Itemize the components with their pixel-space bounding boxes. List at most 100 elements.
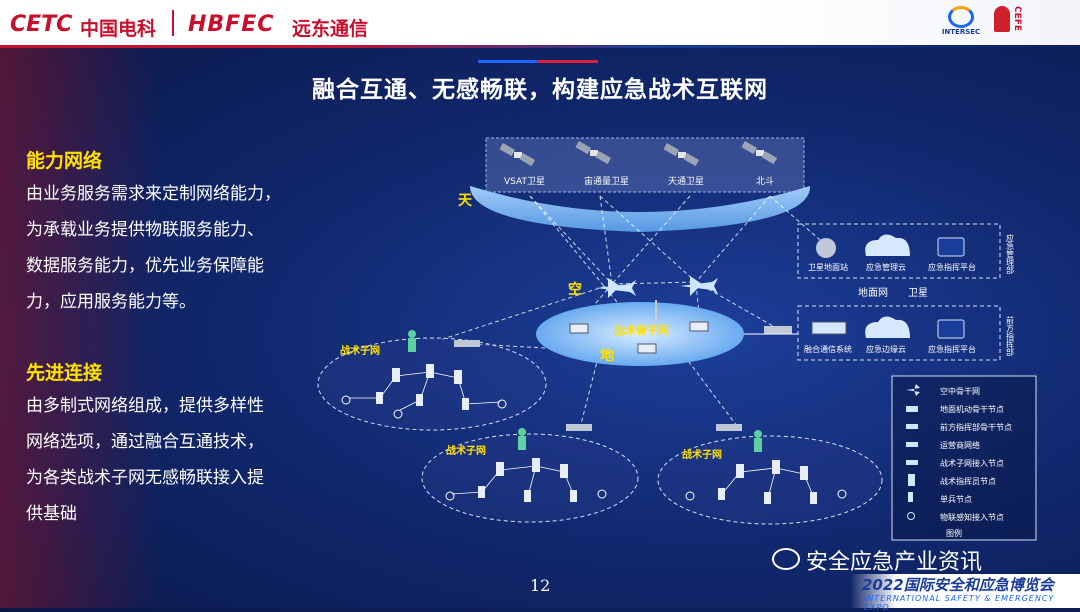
legend-label: 前方指挥部骨干节点 (940, 422, 1012, 432)
cloud-icon (865, 316, 910, 338)
panel2-side-label: 前方指挥部 (1006, 315, 1015, 357)
slide-title: 融合互通、无感畅联，构建应急战术互联网 (312, 77, 768, 103)
satellite-label: 北斗 (756, 176, 774, 187)
intersec-label: INTERSEC (941, 28, 981, 36)
backbone-label: 战术骨干网 (614, 323, 669, 337)
ground-layer-label: 地 (600, 347, 614, 364)
soldier-icon (518, 428, 526, 436)
satellite-icon (575, 141, 612, 165)
fusion-system-icon (811, 321, 847, 335)
hbfec-logo: HBFEC (188, 12, 275, 37)
radio-node-icon (524, 490, 531, 502)
section2-line: 为各类战术子网无感畅联接入提 (26, 468, 264, 488)
section1-line: 为承载业务提供物联服务能力、 (26, 220, 264, 240)
section2-line: 网络选项，通过融合互通技术， (26, 432, 264, 452)
radio-node-icon (764, 492, 771, 504)
radio-node-icon (772, 460, 780, 474)
aircraft-icon (596, 278, 636, 298)
vehicle-node-icon (689, 321, 709, 332)
iot-node-icon (393, 409, 403, 419)
section2-line: 由多制式网络组成，提供多样性 (26, 396, 264, 416)
tactical-subnet-ellipse (657, 435, 883, 525)
expo-subtitle: INTERNATIONAL SAFETY & EMERGENCY EXPO (864, 594, 1055, 612)
legend-label: 运营商网络 (940, 440, 980, 450)
air-layer-label: 空 (568, 281, 582, 298)
iot-node-icon (685, 491, 695, 501)
expo-banner: 2022国际安全和应急博览会 INTERNATIONAL SAFETY & EM… (850, 574, 1080, 612)
satellite-icon (663, 143, 700, 167)
left-red-glow (0, 48, 160, 608)
radio-node-icon (376, 392, 383, 404)
radio-node-icon (560, 464, 568, 478)
subnet-label: 战术子网 (446, 444, 486, 457)
command-panel-1 (797, 223, 1001, 279)
cefe-logo: CEFE (990, 4, 1030, 42)
section1-line: 力，应用服务能力等。 (26, 292, 196, 312)
tactical-subnet-ellipse (317, 337, 547, 431)
access-node-icon (454, 340, 480, 347)
radio-node-icon (462, 398, 469, 410)
mid-label: 卫星 (908, 287, 928, 299)
radio-node-icon (392, 368, 400, 382)
radio-node-icon (454, 370, 462, 384)
header-bar: CETC 中国电科 HBFEC 远东通信 INTERSEC CEFE (0, 0, 1080, 48)
aircraft-icon (680, 276, 718, 296)
satellite-label: 宙通量卫星 (584, 175, 629, 187)
soldier-icon (754, 430, 762, 438)
iot-node-icon (341, 395, 351, 405)
radio-node-icon (570, 490, 577, 502)
cefe-emblem-icon (994, 6, 1010, 32)
section2-line: 供基础 (26, 504, 77, 524)
access-node-icon (566, 424, 592, 431)
vehicle-node-icon (569, 323, 589, 334)
legend-iot-node-icon (907, 512, 915, 520)
soldier-icon (754, 438, 762, 452)
access-node-icon (716, 424, 742, 431)
tactical-subnet-ellipse (421, 433, 639, 523)
radio-node-icon (478, 486, 485, 498)
legend-title: 图例 (946, 528, 962, 538)
cloud-icon (865, 234, 910, 256)
radio-node-icon (800, 466, 808, 480)
soldier-icon (518, 436, 526, 450)
panel2-item: 融合通信系统 (804, 344, 852, 354)
hbfec-name: 远东通信 (292, 18, 369, 40)
sky-layer-dome (470, 186, 811, 232)
vehicle-node-icon (637, 343, 657, 354)
command-panel-2 (797, 305, 1001, 361)
intersec-emblem-icon (948, 6, 974, 28)
section2-heading: 先进连接 (26, 362, 103, 384)
ground-backbone-ellipse (536, 302, 744, 366)
iot-node-icon (445, 491, 455, 501)
logo-divider (172, 10, 174, 36)
legend-aircraft-icon (906, 384, 920, 396)
legend-label: 战术指挥员节点 (940, 476, 996, 486)
mid-label: 地面网 (858, 286, 888, 299)
sky-layer-label: 天 (458, 193, 473, 209)
radio-node-icon (736, 464, 744, 478)
satellite-label: 天通卫星 (668, 176, 704, 187)
command-platform-icon (937, 319, 965, 339)
panel1-item: 卫星地面站 (808, 262, 848, 272)
wechat-icon (772, 548, 800, 570)
legend-commander-node-icon (908, 474, 915, 486)
operator-network-icon (764, 326, 792, 334)
legend-label: 单兵节点 (940, 494, 972, 504)
satellite-dish-icon (816, 238, 836, 258)
legend-label: 战术子网接入节点 (940, 458, 1004, 468)
command-platform-icon (937, 237, 965, 257)
iot-node-icon (497, 399, 507, 409)
cefe-label: CEFE (1012, 6, 1022, 32)
cetc-logo: CETC (10, 12, 73, 37)
legend-label: 地面机动骨干节点 (940, 404, 1004, 414)
satellite-icon (499, 143, 536, 167)
satellite-icon (741, 141, 778, 165)
cetc-name: 中国电科 (80, 18, 157, 40)
panel2-item: 应急指挥平台 (928, 344, 976, 354)
soldier-icon (408, 338, 416, 352)
legend-label: 空中骨干网 (940, 386, 980, 396)
radio-node-icon (426, 364, 434, 378)
soldier-icon (408, 330, 416, 338)
legend-access-node-icon (906, 460, 918, 465)
